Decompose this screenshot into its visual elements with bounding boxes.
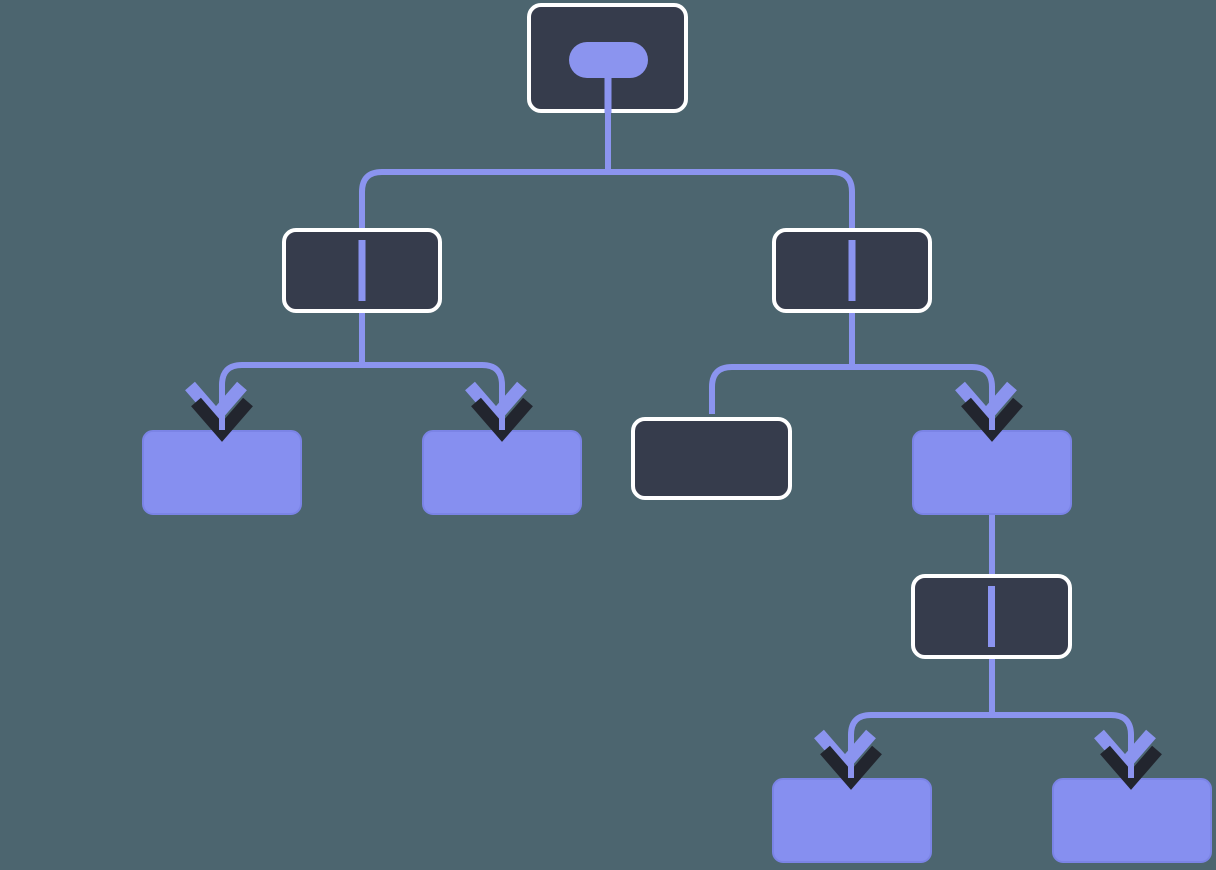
connector-edge xyxy=(709,300,855,414)
arrowhead-down-icon xyxy=(955,381,1023,442)
connector-edge xyxy=(359,100,611,240)
arrowhead-down-icon xyxy=(814,729,882,790)
arrowhead-dark-chevron xyxy=(1100,745,1162,790)
tree-node[interactable] xyxy=(772,228,932,313)
arrowhead-dark-chevron xyxy=(471,397,533,442)
connector-edge xyxy=(219,300,365,430)
connector-path xyxy=(219,300,365,430)
arrowhead-dark-chevron xyxy=(820,745,882,790)
connector-path xyxy=(359,300,505,430)
arrowhead-down-icon xyxy=(465,381,533,442)
arrowhead-dark-chevron xyxy=(191,397,253,442)
tree-node[interactable] xyxy=(911,574,1072,659)
connector-edge xyxy=(359,300,505,430)
node-pill-icon xyxy=(569,42,648,78)
arrowhead-down-icon xyxy=(1094,729,1162,790)
connector-path xyxy=(359,100,611,240)
connector-edge xyxy=(605,100,855,240)
tree-node[interactable] xyxy=(631,417,792,500)
tree-node[interactable] xyxy=(527,3,688,113)
tree-node[interactable] xyxy=(282,228,442,313)
arrowhead-dark-chevron xyxy=(961,397,1023,442)
connector-path xyxy=(605,100,855,240)
node-body[interactable] xyxy=(631,417,792,500)
arrowhead-down-icon xyxy=(185,381,253,442)
connector-path xyxy=(709,300,855,414)
